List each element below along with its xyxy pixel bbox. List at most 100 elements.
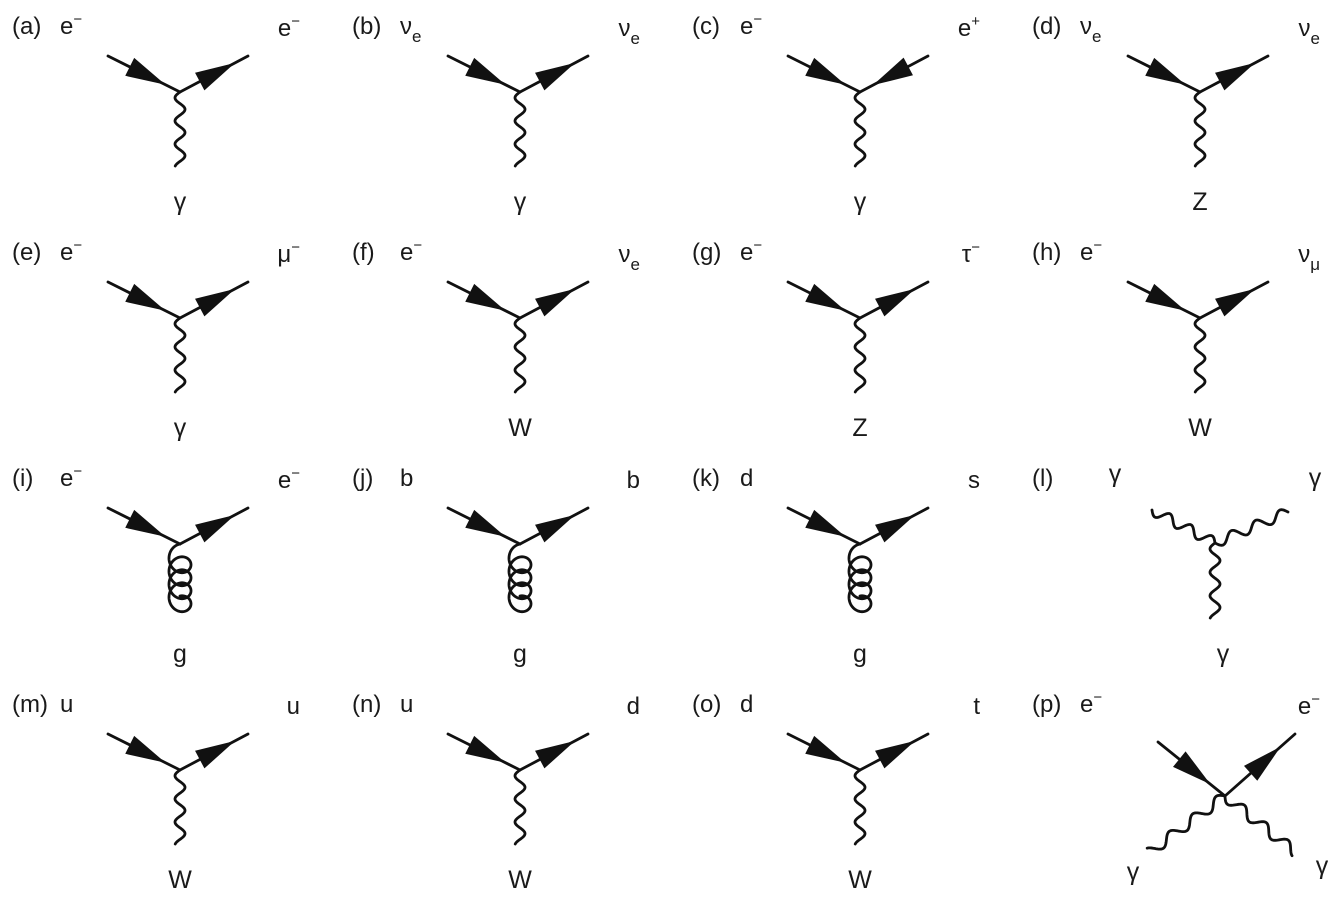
diagram-o: (o) d tW <box>692 691 980 894</box>
particle-label-bottom: Z <box>852 414 867 442</box>
gluon-line <box>847 542 873 614</box>
panel-tag: (g) <box>692 239 721 266</box>
boson-line-left <box>1150 508 1217 545</box>
diagram-i: (i)e−e−g <box>12 463 300 668</box>
particle-label-top-left: e− <box>740 237 762 266</box>
incoming-fermion-arrow <box>465 57 506 85</box>
particle-label-bottom: W <box>1188 414 1212 442</box>
incoming-fermion-arrow <box>805 735 846 763</box>
particle-label-bottom: g <box>853 640 867 668</box>
outgoing-fermion-arrow <box>535 740 576 769</box>
boson-line <box>513 768 527 846</box>
boson-line <box>853 90 867 168</box>
particle-label-top-right: u <box>287 693 300 720</box>
incoming-fermion-arrow <box>465 735 506 763</box>
particle-label-top-right: νμ <box>1298 241 1320 274</box>
particle-label-top-right: e− <box>278 13 300 42</box>
particle-label-bottom-right: γ <box>1316 852 1328 880</box>
particle-label-top-right: νe <box>619 241 640 274</box>
boson-line <box>853 316 867 394</box>
particle-label-top-left: νe <box>1080 13 1101 46</box>
particle-label-bottom: γ <box>854 188 867 216</box>
antifermion-arrow <box>872 57 913 86</box>
particle-label-top-right: νe <box>1299 15 1320 48</box>
panel-tag: (b) <box>352 13 381 40</box>
particle-label-top-left: e− <box>60 11 82 40</box>
outgoing-fermion-arrow <box>195 288 236 317</box>
outgoing-fermion-arrow <box>875 288 916 317</box>
particle-label-top-left: e− <box>400 237 422 266</box>
incoming-fermion-arrow <box>465 283 506 311</box>
particle-label-top-left: γ <box>1109 460 1122 488</box>
gluon-line <box>167 542 193 614</box>
particle-label-top-right: s <box>968 467 980 494</box>
boson-line <box>1193 316 1207 394</box>
particle-label-bottom: γ <box>174 414 187 442</box>
panel-tag: (i) <box>12 465 33 492</box>
boson-line <box>513 316 527 394</box>
outgoing-fermion-arrow <box>535 288 576 317</box>
particle-label-bottom: γ <box>1217 640 1230 668</box>
diagram-e: (e) e− μ− γ <box>12 237 300 442</box>
particle-label-top-left: d <box>740 691 753 718</box>
diagram-j: (j) b b g <box>352 465 640 668</box>
particle-label-top-right: d <box>627 693 640 720</box>
particle-label-top-left: e− <box>60 463 82 492</box>
panel-tag: (o) <box>692 691 721 718</box>
incoming-fermion-arrow <box>125 283 166 311</box>
particle-label-bottom: γ <box>514 188 527 216</box>
particle-label-top-right: e+ <box>958 13 980 42</box>
panel-tag: (e) <box>12 239 41 266</box>
particle-label-top-right: b <box>627 467 640 494</box>
particle-label-top-left: e− <box>1080 689 1102 718</box>
diagram-f: (f)e−νeW <box>352 237 640 442</box>
particle-label-top-left: e− <box>740 11 762 40</box>
boson-line-right <box>1213 508 1290 547</box>
outgoing-fermion-arrow <box>1215 288 1256 317</box>
particle-label-top-right: t <box>973 693 980 720</box>
incoming-fermion-arrow <box>125 57 166 85</box>
outgoing-fermion-arrow <box>195 62 236 91</box>
particle-label-bottom: Z <box>1192 188 1207 216</box>
panel-tag: (m) <box>12 691 48 718</box>
panel-tag: (k) <box>692 465 720 492</box>
panel-tag: (d) <box>1032 13 1061 40</box>
particle-label-top-right: τ− <box>962 239 980 268</box>
particle-label-bottom: W <box>508 414 532 442</box>
boson-line-right <box>1223 794 1294 858</box>
gluon-line <box>507 542 533 614</box>
boson-line-left <box>1145 793 1227 851</box>
outgoing-fermion-arrow <box>195 514 236 543</box>
panel-tag: (j) <box>352 465 373 492</box>
outgoing-fermion-arrow <box>875 514 916 543</box>
particle-label-top-left: e− <box>60 237 82 266</box>
boson-line <box>1193 90 1207 168</box>
particle-label-bottom: γ <box>174 188 187 216</box>
boson-line <box>173 316 187 394</box>
diagram-g: (g) e− τ− Z <box>692 237 980 442</box>
particle-label-top-left: b <box>400 465 413 492</box>
boson-line <box>513 90 527 168</box>
incoming-fermion-arrow <box>1145 283 1186 311</box>
particle-label-bottom: g <box>173 640 187 668</box>
diagram-m: (m) u uW <box>12 691 300 894</box>
panel-tag: (h) <box>1032 239 1061 266</box>
panel-tag: (a) <box>12 13 41 40</box>
particle-label-bottom: W <box>168 866 192 894</box>
diagram-a: (a) e− e− γ <box>12 11 300 216</box>
particle-label-top-right: e− <box>1298 691 1320 720</box>
particle-label-top-left: u <box>60 691 73 718</box>
particle-label-bottom: W <box>848 866 872 894</box>
particle-label-bottom: g <box>513 640 527 668</box>
particle-label-bottom: W <box>508 866 532 894</box>
panel-tag: (l) <box>1032 465 1053 492</box>
particle-label-top-right: μ− <box>277 239 300 268</box>
particle-label-bottom-left: γ <box>1127 858 1140 886</box>
particle-label-top-left: νe <box>400 13 421 46</box>
diagram-d: (d) νe νeZ <box>1032 13 1320 216</box>
